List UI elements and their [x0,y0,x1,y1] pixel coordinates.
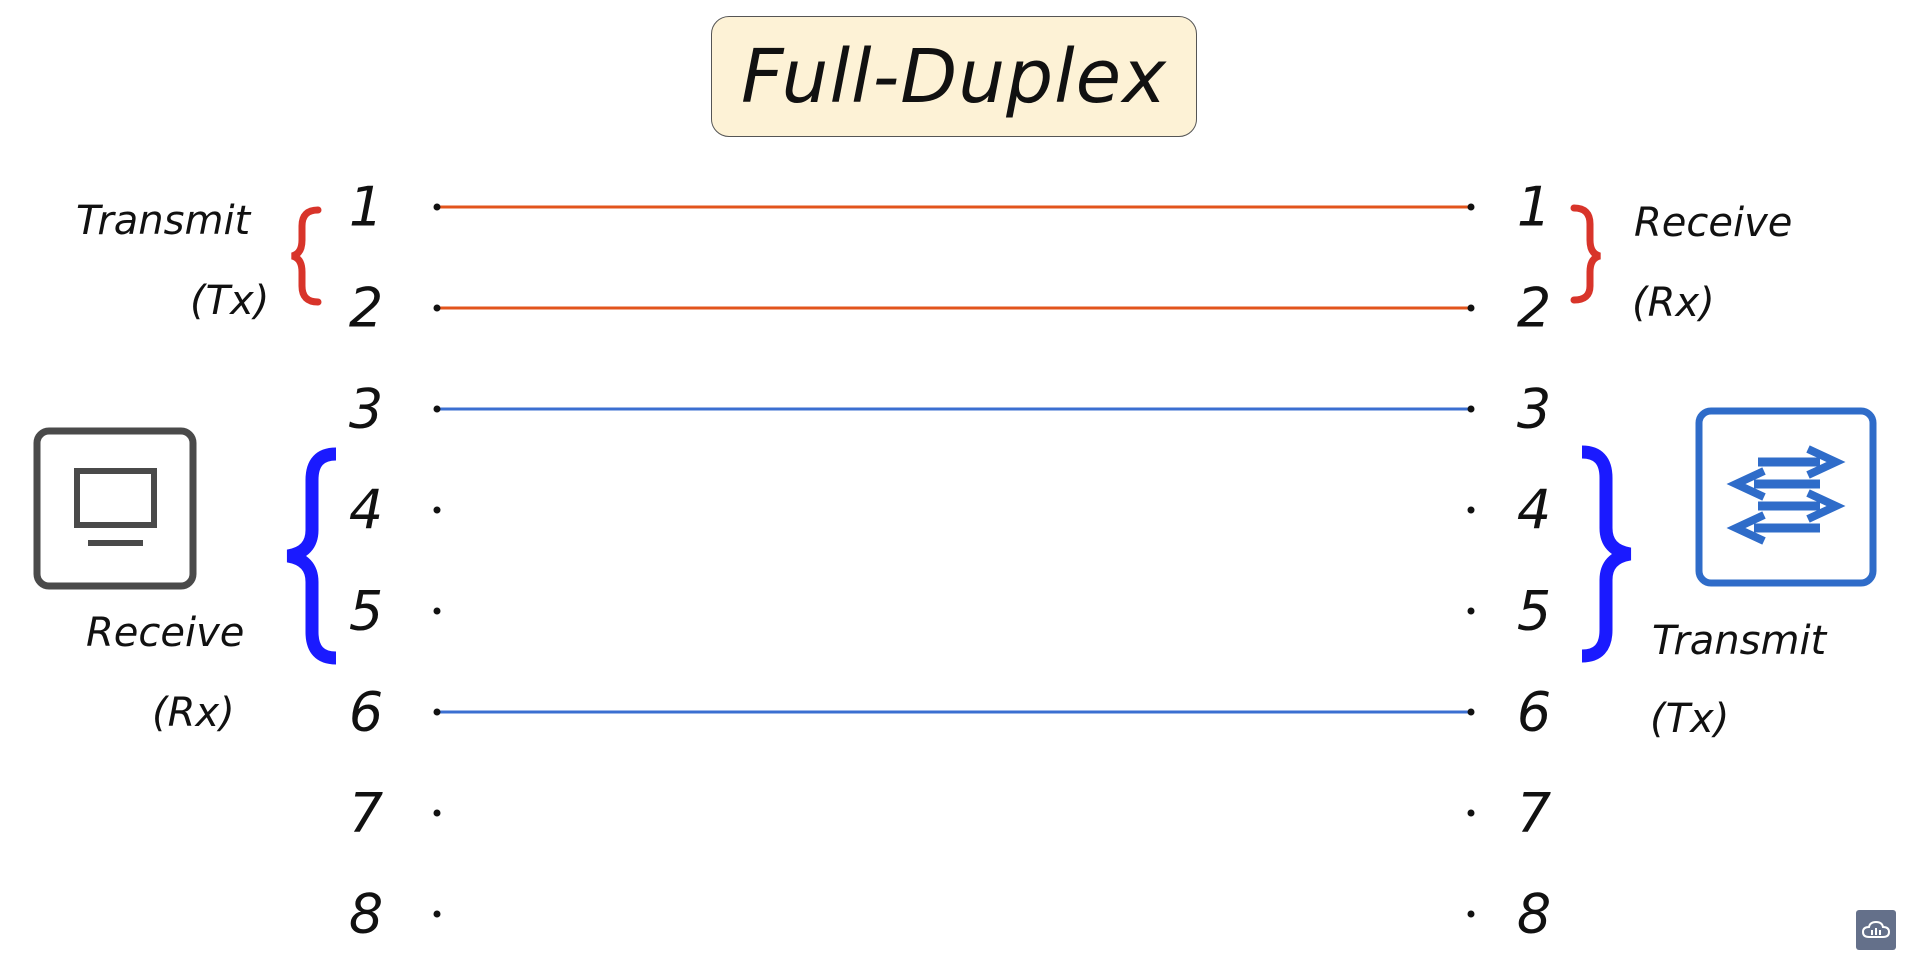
left-receive-label: Receive [86,610,245,656]
right-pin-5: 5 [1516,579,1552,643]
left-pin-dot-5 [433,607,441,615]
left-rx-abbrev: (Rx) [152,690,235,736]
right-rx-abbrev: (Rx) [1632,280,1715,326]
left-tx-abbrev: (Tx) [190,278,270,324]
left-pin-8: 8 [348,882,384,946]
left-pin-dot-6 [433,708,441,716]
left-pin-2: 2 [348,276,384,340]
right-transmit-label: Transmit [1652,618,1827,664]
diagram-title: Full-Duplex [740,33,1168,120]
left-rx-brace [286,447,337,665]
right-pin-1: 1 [1516,175,1552,239]
right-pin-dot-3 [1467,405,1475,413]
left-pin-dot-1 [433,203,441,211]
left-pin-dot-3 [433,405,441,413]
left-pin-1: 1 [348,175,384,239]
title-box: Full-Duplex [711,16,1197,137]
right-tx-abbrev: (Tx) [1650,696,1730,742]
right-pin-3: 3 [1516,377,1552,441]
right-tx-brace [1581,445,1632,663]
left-pin-dot-7 [433,809,441,817]
left-pin-dot-8 [433,910,441,918]
right-receive-label: Receive [1634,200,1793,246]
left-transmit-label: Transmit [76,198,251,244]
right-pin-7: 7 [1516,781,1552,845]
left-pin-3: 3 [348,377,384,441]
cloud-logo-icon [1856,910,1896,950]
right-pin-4: 4 [1516,478,1552,542]
left-pin-dot-4 [433,506,441,514]
right-pin-dot-1 [1467,203,1475,211]
left-pin-6: 6 [348,680,384,744]
right-pin-dot-7 [1467,809,1475,817]
right-pin-8: 8 [1516,882,1552,946]
right-pin-dot-5 [1467,607,1475,615]
left-pin-7: 7 [348,781,384,845]
right-rx-brace [1570,204,1601,304]
left-pin-4: 4 [348,478,384,542]
pc-monitor-icon [33,427,197,590]
right-pin-2: 2 [1516,276,1552,340]
left-tx-brace [291,206,322,306]
right-pin-6: 6 [1516,680,1552,744]
right-pin-dot-8 [1467,910,1475,918]
right-pin-dot-4 [1467,506,1475,514]
right-pin-dot-2 [1467,304,1475,312]
left-pin-5: 5 [348,579,384,643]
right-pin-dot-6 [1467,708,1475,716]
left-pin-dot-2 [433,304,441,312]
switch-arrows-icon [1695,407,1877,587]
